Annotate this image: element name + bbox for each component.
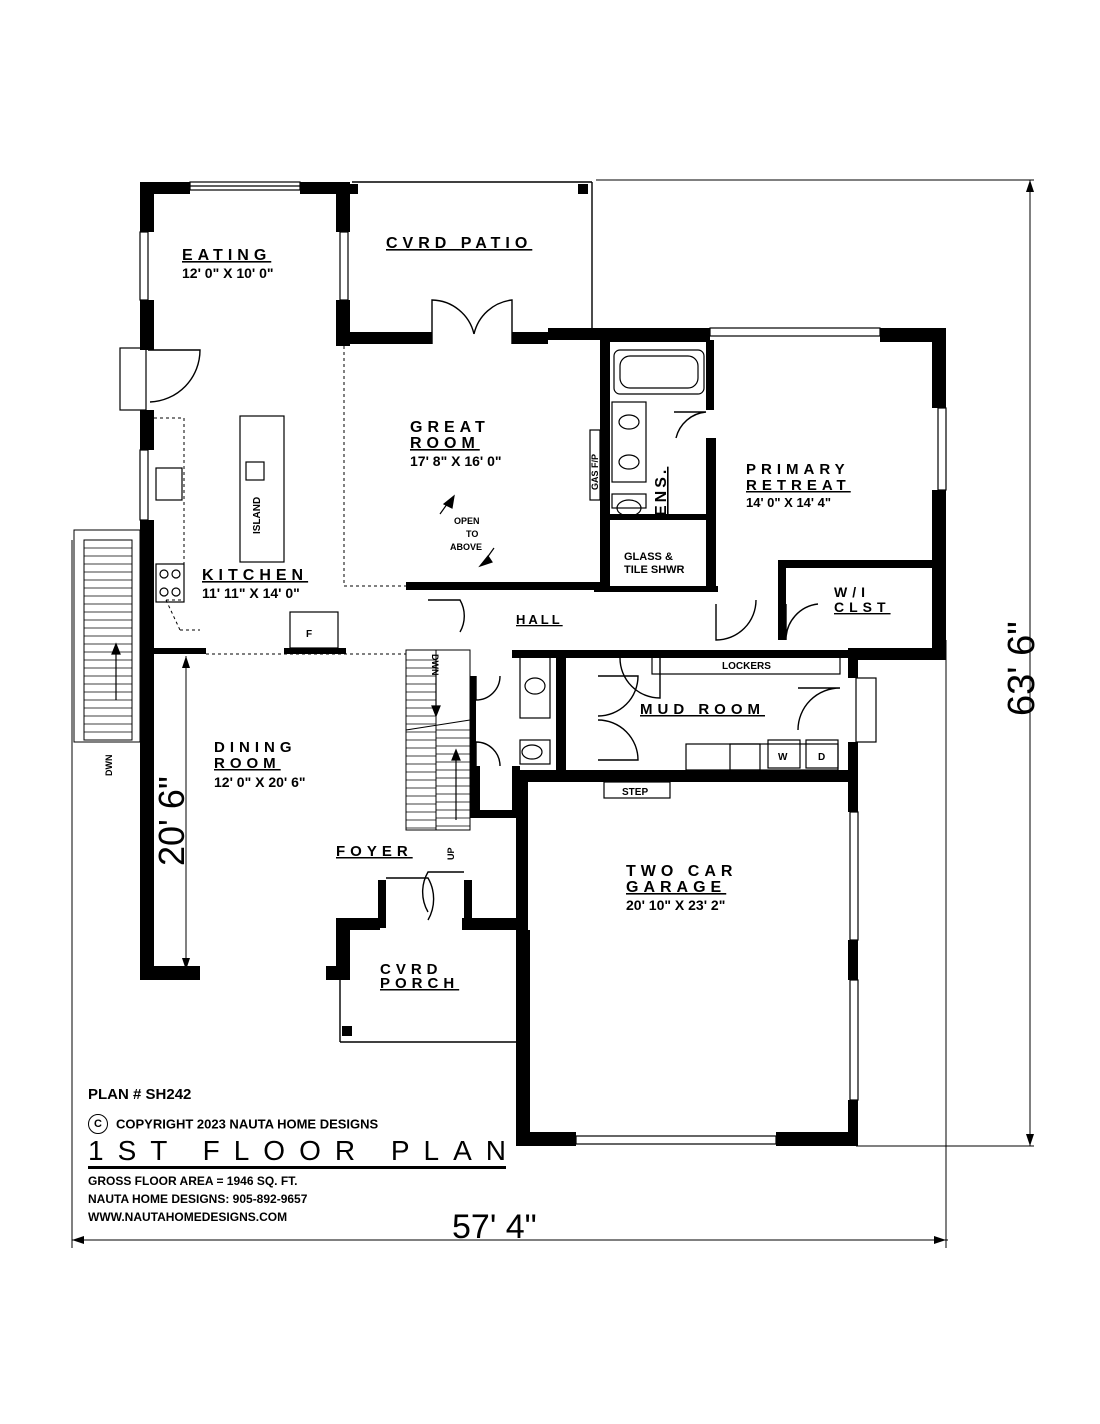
ens-label: ENS. — [653, 467, 670, 516]
primary-label-1: PRIMARY — [746, 461, 850, 478]
website: WWW.NAUTAHOMEDESIGNS.COM — [88, 1210, 288, 1224]
open-label-2: TO — [466, 529, 478, 539]
island-label: ISLAND — [252, 497, 263, 534]
eating-size: 12' 0" X 10' 0" — [182, 265, 274, 281]
phone: NAUTA HOME DESIGNS: 905-892-9657 — [88, 1192, 308, 1206]
dimension-arrows — [72, 180, 1034, 1244]
dining-label-2: ROOM — [214, 755, 281, 772]
dining-size: 12' 0" X 20' 6" — [214, 774, 306, 790]
stair-arrows — [111, 494, 495, 820]
shower-label-2: TILE SHWR — [624, 564, 685, 576]
windows — [119, 181, 947, 1145]
stair-up-label: UP — [446, 847, 456, 860]
washer-label: W — [778, 752, 788, 763]
open-area-outline — [154, 346, 406, 655]
posts — [342, 184, 588, 1036]
patio-label: CVRD PATIO — [386, 235, 532, 252]
open-label-1: OPEN — [454, 516, 480, 526]
overall-width-dimension: 57' 4" — [452, 1208, 537, 1246]
dryer-label: D — [818, 752, 825, 763]
stair-down-label: DWN — [430, 654, 440, 676]
porch-label-2: PORCH — [380, 975, 459, 992]
plan-number: PLAN # SH242 — [88, 1086, 192, 1103]
eating-label: EATING — [182, 247, 271, 264]
copyright-line: C COPYRIGHT 2023 NAUTA HOME DESIGNS — [88, 1114, 378, 1134]
dining-label-1: DINING — [214, 739, 297, 756]
exterior-stair-down-label: DWN — [104, 755, 114, 777]
room-labels: EATING 12' 0" X 10' 0" CVRD PATIO GREAT … — [182, 235, 891, 992]
porch-patio-outline — [339, 181, 593, 1043]
bath-fixtures — [519, 349, 705, 765]
kitchen-fixtures — [155, 415, 339, 649]
gross-area: GROSS FLOOR AREA = 1946 SQ. FT. — [88, 1174, 298, 1188]
primary-label-2: RETREAT — [746, 477, 851, 494]
doors — [148, 299, 841, 921]
fridge-label: F — [306, 629, 312, 640]
garage-label-1: TWO CAR — [626, 863, 737, 880]
stair-treads — [84, 547, 470, 829]
great-room-size: 17' 8" X 16' 0" — [410, 453, 502, 469]
plan-title: 1ST FLOOR PLAN — [88, 1136, 506, 1169]
wic-label-2: CLST — [834, 599, 891, 615]
great-room-label-2: ROOM — [410, 435, 480, 452]
mud-room-fixtures — [603, 655, 841, 799]
garage-label-2: GARAGE — [626, 879, 726, 896]
dining-depth-dimension: 20' 6" — [151, 776, 192, 866]
shower-label-1: GLASS & — [624, 551, 673, 563]
exterior-walls — [140, 182, 946, 1146]
garage-size: 20' 10" X 23' 2" — [626, 897, 725, 913]
foyer-label: FOYER — [336, 843, 413, 860]
hall-label: HALL — [516, 612, 563, 627]
copyright-symbol: C — [88, 1114, 108, 1134]
dimension-lines — [71, 179, 1034, 1248]
mud-room-label: MUD ROOM — [640, 701, 765, 718]
copyright-text: COPYRIGHT 2023 NAUTA HOME DESIGNS — [116, 1116, 379, 1132]
gas-fp-label: GAS F/P — [590, 454, 600, 490]
great-room-label-1: GREAT — [410, 419, 490, 436]
open-label-3: ABOVE — [450, 542, 482, 552]
wic-label-1: W/I — [834, 584, 870, 600]
overall-depth-dimension: 63' 6" — [1001, 621, 1043, 716]
porch-label-1: CVRD — [380, 961, 443, 978]
kitchen-label: KITCHEN — [202, 567, 308, 584]
primary-size: 14' 0" X 14' 4" — [746, 495, 831, 510]
interior-walls — [154, 340, 932, 928]
lockers-label: LOCKERS — [722, 661, 771, 672]
fixture-labels: ISLAND GAS F/P GLASS & TILE SHWR OPEN TO… — [104, 454, 825, 860]
step-label: STEP — [622, 787, 648, 798]
kitchen-size: 11' 11" X 14' 0" — [202, 585, 300, 601]
